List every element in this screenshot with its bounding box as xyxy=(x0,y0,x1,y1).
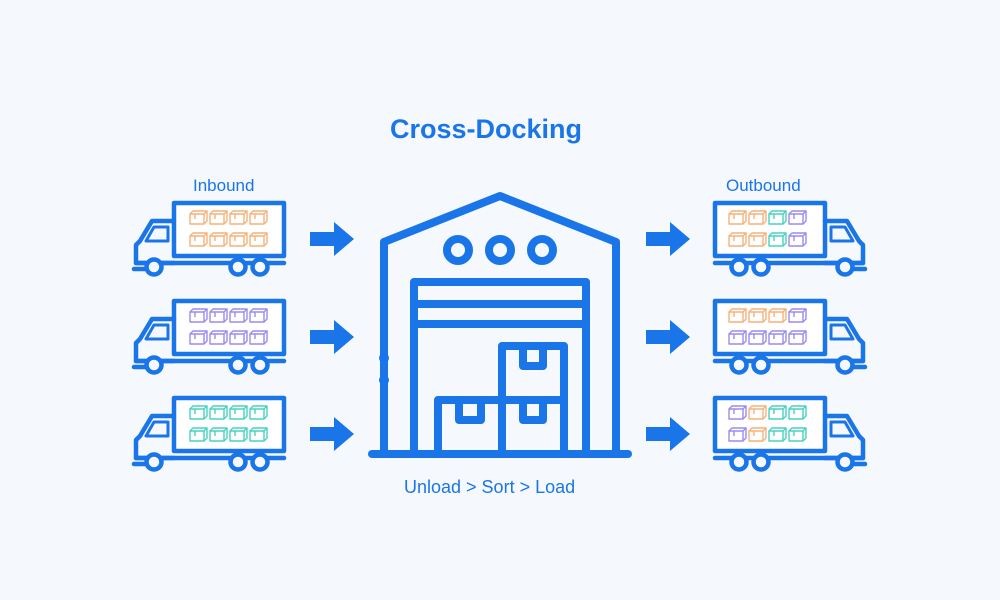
vent-icon xyxy=(443,235,473,265)
arrow-right-icon xyxy=(310,320,354,354)
box-icon xyxy=(748,330,767,345)
box-icon xyxy=(788,232,807,247)
box-icon xyxy=(498,342,568,404)
box-icon xyxy=(728,232,747,247)
box-icon xyxy=(249,308,268,323)
box-icon xyxy=(788,330,807,345)
arrow-right-icon xyxy=(310,417,354,451)
box-icon xyxy=(229,308,248,323)
box-icon xyxy=(788,405,807,420)
box-icon xyxy=(748,232,767,247)
box-icon xyxy=(209,330,228,345)
box-icon xyxy=(249,330,268,345)
box-icon xyxy=(189,427,208,442)
dock-door-frame xyxy=(410,278,590,458)
inbound-truck-2 xyxy=(131,298,287,375)
box-icon xyxy=(748,210,767,225)
box-icon xyxy=(209,232,228,247)
box-icon xyxy=(768,405,787,420)
box-icon xyxy=(434,396,506,458)
process-label: Unload > Sort > Load xyxy=(404,477,576,497)
outbound-truck-2 xyxy=(712,298,868,375)
box-icon xyxy=(209,405,228,420)
box-icon xyxy=(498,396,568,458)
box-icon xyxy=(249,210,268,225)
trucks-layer xyxy=(131,200,868,472)
box-icon xyxy=(229,232,248,247)
box-icon xyxy=(788,427,807,442)
box-icon xyxy=(788,210,807,225)
outbound-truck-3 xyxy=(712,395,868,472)
box-icon xyxy=(788,308,807,323)
box-icon xyxy=(768,232,787,247)
box-icon xyxy=(189,330,208,345)
box-icon xyxy=(728,427,747,442)
box-icon xyxy=(209,308,228,323)
box-icon xyxy=(748,427,767,442)
warehouse-icon xyxy=(368,192,632,458)
box-icon xyxy=(728,210,747,225)
arrows-layer xyxy=(310,222,690,451)
inbound-truck-1 xyxy=(131,200,287,277)
box-icon xyxy=(189,210,208,225)
vent-icon xyxy=(485,235,515,265)
arrow-right-icon xyxy=(646,417,690,451)
box-icon xyxy=(768,210,787,225)
warehouse-outline xyxy=(380,192,620,458)
box-icon xyxy=(748,405,767,420)
box-icon xyxy=(229,427,248,442)
box-icon xyxy=(768,308,787,323)
box-icon xyxy=(728,330,747,345)
box-icon xyxy=(768,330,787,345)
arrow-right-icon xyxy=(646,320,690,354)
arrow-right-icon xyxy=(646,222,690,256)
outbound-truck-1 xyxy=(712,200,868,277)
box-icon xyxy=(229,405,248,420)
box-icon xyxy=(229,210,248,225)
box-icon xyxy=(748,308,767,323)
diagram-title: Cross-Docking xyxy=(390,114,583,144)
box-icon xyxy=(768,427,787,442)
vent-icon xyxy=(527,235,557,265)
box-icon xyxy=(728,405,747,420)
box-icon xyxy=(189,308,208,323)
box-icon xyxy=(728,308,747,323)
box-icon xyxy=(229,330,248,345)
inbound-label: Inbound xyxy=(193,176,255,195)
box-icon xyxy=(249,427,268,442)
box-icon xyxy=(209,210,228,225)
box-icon xyxy=(249,405,268,420)
box-icon xyxy=(189,232,208,247)
outbound-label: Outbound xyxy=(726,176,801,195)
inbound-truck-3 xyxy=(131,395,287,472)
truck-icon xyxy=(712,298,868,375)
box-icon xyxy=(249,232,268,247)
box-icon xyxy=(189,405,208,420)
box-icon xyxy=(209,427,228,442)
arrow-right-icon xyxy=(310,222,354,256)
